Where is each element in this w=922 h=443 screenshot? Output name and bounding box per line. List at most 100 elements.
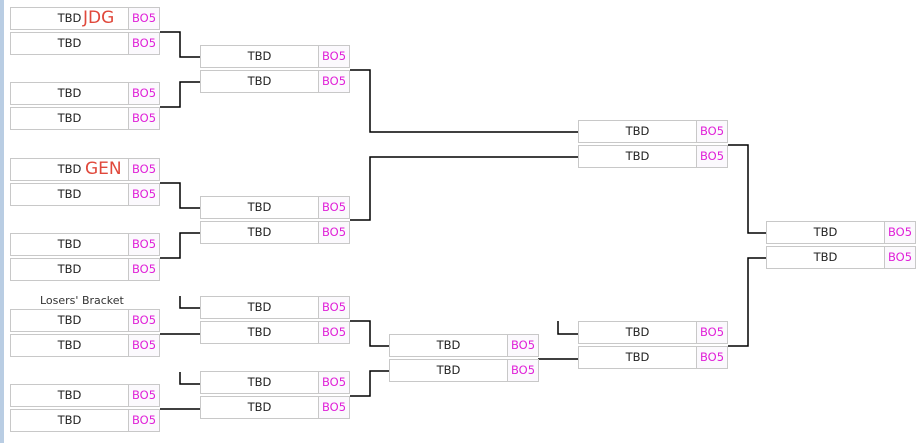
connector-line [160,31,200,58]
series-format: BO5 [129,310,159,331]
team-slot[interactable]: TBD BO5 JDG [10,7,160,30]
series-format: BO5 [319,397,349,418]
team-slot[interactable]: TBD BO5 [10,32,160,55]
match-card[interactable]: TBD BO5 TBD BO5 [10,82,160,132]
series-format: BO5 [319,71,349,92]
match-card[interactable]: TBD BO5 TBD BO5 [10,384,160,434]
team-tag: JDG [83,8,115,28]
match-card[interactable]: TBD BO5 TBD BO5 [389,334,539,384]
team-name: TBD [11,83,129,104]
team-slot[interactable]: TBD BO5 [200,371,350,394]
series-format: BO5 [129,335,159,356]
team-slot[interactable]: TBD BO5 [200,296,350,319]
team-slot[interactable]: TBD BO5 [389,334,539,357]
series-format: BO5 [697,347,727,368]
series-format: BO5 [129,108,159,129]
team-slot[interactable]: TBD BO5 [578,120,728,143]
connector-line [160,182,200,209]
match-card[interactable]: TBD BO5 GEN TBD BO5 [10,158,160,208]
match-card[interactable]: TBD BO5 TBD BO5 [10,309,160,359]
team-slot[interactable]: TBD BO5 [578,321,728,344]
series-format: BO5 [129,8,159,29]
team-name: TBD [11,259,129,280]
connector-line [179,372,200,385]
team-slot[interactable]: TBD BO5 [10,233,160,256]
series-format: BO5 [129,410,159,431]
team-slot[interactable]: TBD BO5 [10,384,160,407]
team-name: TBD [767,247,885,268]
team-slot[interactable]: TBD BO5 [200,321,350,344]
team-name: TBD [579,322,697,343]
match-card[interactable]: TBD BO5 TBD BO5 [578,120,728,170]
match-card[interactable]: TBD BO5 TBD BO5 [200,196,350,246]
match-card[interactable]: TBD BO5 TBD BO5 [10,233,160,283]
team-name: TBD [201,222,319,243]
connector-line [728,257,766,347]
team-slot[interactable]: TBD BO5 [10,107,160,130]
connector-line [179,296,200,309]
team-name: TBD [201,297,319,318]
team-name: TBD [767,222,885,243]
team-name: TBD [11,33,129,54]
team-slot[interactable]: TBD BO5 [10,309,160,332]
team-slot[interactable]: TBD BO5 [10,409,160,432]
connector-line [160,232,200,259]
series-format: BO5 [697,146,727,167]
series-format: BO5 [319,222,349,243]
match-card[interactable]: TBD BO5 TBD BO5 [578,321,728,371]
team-slot[interactable]: TBD BO5 [10,183,160,206]
series-format: BO5 [319,372,349,393]
team-slot[interactable]: TBD BO5 [200,45,350,68]
connector-line [728,144,766,234]
match-card[interactable]: TBD BO5 JDG TBD BO5 [10,7,160,57]
team-slot[interactable]: TBD BO5 [10,334,160,357]
team-name: TBD [11,108,129,129]
team-name: TBD [11,8,129,29]
series-format: BO5 [129,385,159,406]
series-format: BO5 [697,322,727,343]
match-card[interactable]: TBD BO5 TBD BO5 [766,221,916,271]
match-card[interactable]: TBD BO5 TBD BO5 [200,296,350,346]
series-format: BO5 [885,247,915,268]
left-accent-bar [0,0,4,443]
series-format: BO5 [508,360,538,381]
series-format: BO5 [319,322,349,343]
series-format: BO5 [129,234,159,255]
series-format: BO5 [885,222,915,243]
team-slot[interactable]: TBD BO5 GEN [10,158,160,181]
series-format: BO5 [508,335,538,356]
team-slot[interactable]: TBD BO5 [200,70,350,93]
series-format: BO5 [129,259,159,280]
connector-line [160,81,200,108]
match-card[interactable]: TBD BO5 TBD BO5 [200,371,350,421]
series-format: BO5 [129,83,159,104]
team-name: TBD [11,335,129,356]
team-slot[interactable]: TBD BO5 [200,396,350,419]
team-name: TBD [11,184,129,205]
team-slot[interactable]: TBD BO5 [200,196,350,219]
team-name: TBD [201,71,319,92]
series-format: BO5 [129,184,159,205]
team-slot[interactable]: TBD BO5 [200,221,350,244]
team-slot[interactable]: TBD BO5 [578,145,728,168]
team-slot[interactable]: TBD BO5 [578,346,728,369]
team-slot[interactable]: TBD BO5 [10,258,160,281]
series-format: BO5 [129,159,159,180]
team-slot[interactable]: TBD BO5 [389,359,539,382]
team-name: TBD [201,372,319,393]
team-name: TBD [11,159,129,180]
team-name: TBD [579,347,697,368]
team-slot[interactable]: TBD BO5 [10,82,160,105]
team-name: TBD [11,310,129,331]
team-name: TBD [390,360,508,381]
match-card[interactable]: TBD BO5 TBD BO5 [200,45,350,95]
team-slot[interactable]: TBD BO5 [766,246,916,269]
series-format: BO5 [319,46,349,67]
team-tag: GEN [85,159,122,179]
series-format: BO5 [319,297,349,318]
team-slot[interactable]: TBD BO5 [766,221,916,244]
team-name: TBD [579,146,697,167]
team-name: TBD [11,234,129,255]
connector-line [350,69,578,133]
